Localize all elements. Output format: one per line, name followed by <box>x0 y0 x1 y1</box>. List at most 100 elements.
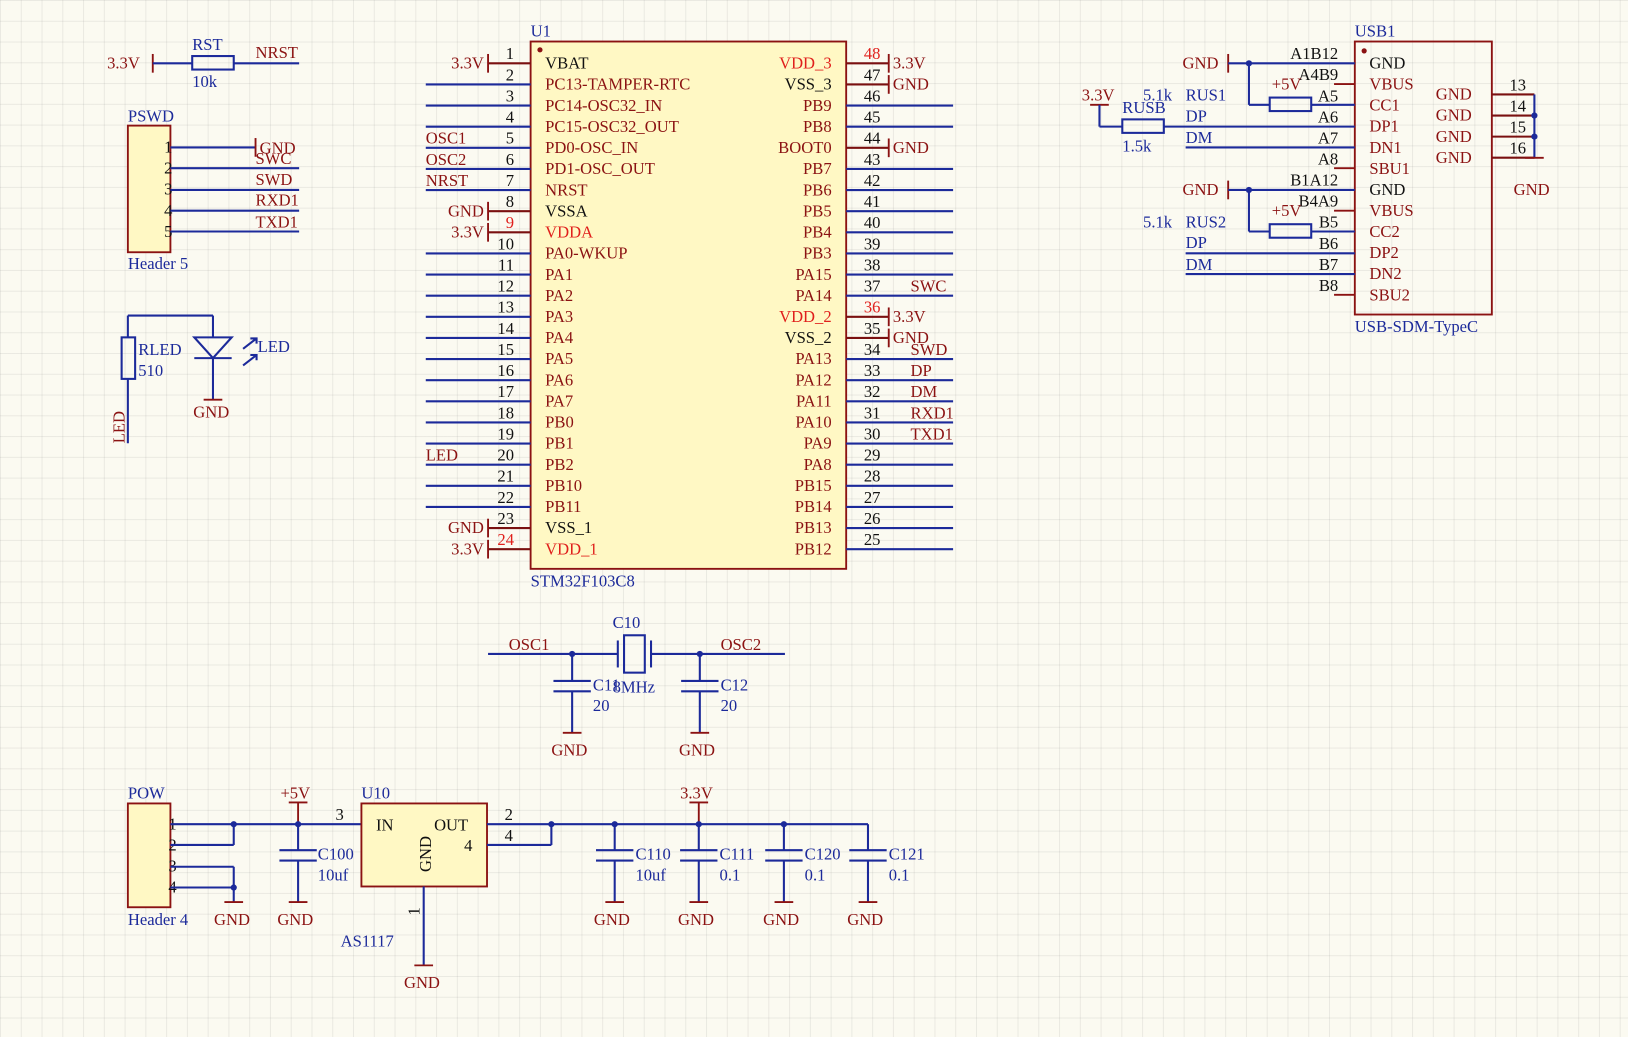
u1-pin-name: PA15 <box>795 265 831 284</box>
c12-gnd-label: GND <box>679 741 715 760</box>
u1-pin-number: 8 <box>506 192 514 211</box>
u10-comment: AS1117 <box>341 932 394 951</box>
u1-pin-name: VDDA <box>545 223 593 242</box>
u1-pin-number: 24 <box>497 530 514 549</box>
usb-pin-number: B6 <box>1319 234 1338 253</box>
usb-pin-number: A5 <box>1318 86 1338 105</box>
u1-pin-name: PA1 <box>545 265 573 284</box>
u1-pin-number: 7 <box>506 171 514 190</box>
u1-pin-number: 35 <box>864 319 881 338</box>
u1-pin-number: 1 <box>506 44 514 63</box>
u1-pin-number: 17 <box>497 382 514 401</box>
u1-pin-number: 4 <box>506 108 515 127</box>
u1-pin-name: PA8 <box>804 455 832 474</box>
c100-gnd-label: GND <box>277 910 313 929</box>
u1-pin-name: PA7 <box>545 391 573 410</box>
u1-pin-number: 41 <box>864 192 881 211</box>
u1-pin-name: PA6 <box>545 370 573 389</box>
u1-pin-name: VSS_3 <box>785 75 832 94</box>
usb-shield-pin-name: GND <box>1436 106 1472 125</box>
u1-comment: STM32F103C8 <box>531 571 635 590</box>
u1-pin-number: 33 <box>864 361 881 380</box>
u1-pin-number: 43 <box>864 150 881 169</box>
u1-net-label: 3.3V <box>451 223 484 242</box>
usb-pin-number: B8 <box>1319 276 1338 295</box>
u1-pin-name: PB9 <box>803 96 832 115</box>
u1-pin-name: VDD_3 <box>779 54 832 73</box>
u1-pin-number: 10 <box>497 234 514 253</box>
c11-value: 20 <box>593 696 610 715</box>
u1-pin-number: 22 <box>497 488 514 507</box>
usb-shield-pin-number: 13 <box>1509 75 1526 94</box>
cap-value: 0.1 <box>805 865 826 884</box>
u1-pin-name: PB15 <box>795 476 832 495</box>
u10-pin-in: 3 <box>335 805 343 824</box>
pswd-rxd1-label: RXD1 <box>256 191 299 210</box>
led-gnd-label: GND <box>193 402 229 421</box>
pswd-gnd-label: GND <box>260 139 296 158</box>
u1-designator: U1 <box>531 21 551 40</box>
usb-pin-name: DN1 <box>1369 138 1401 157</box>
u1-pin-number: 9 <box>506 213 514 232</box>
pswd-designator: PSWD <box>128 106 174 125</box>
usb-pin-name: SBU1 <box>1369 159 1410 178</box>
out-33v-label: 3.3V <box>680 783 713 802</box>
u1-pin-name: PC13-TAMPER-RTC <box>545 75 690 94</box>
rst-value: 10k <box>192 72 218 91</box>
u1-pin-name: PB8 <box>803 117 832 136</box>
u10-pin-gnd: 1 <box>405 907 424 915</box>
u1-pin-number: 2 <box>506 65 514 84</box>
u1-pin-number: 47 <box>864 65 881 84</box>
u10-pin-out: 2 <box>505 805 513 824</box>
u1-pin-name: VSSA <box>545 201 587 220</box>
u1-net-label: 3.3V <box>893 307 926 326</box>
u1-pin-number: 44 <box>864 129 881 148</box>
u1-pin-name: PA14 <box>795 286 832 305</box>
pswd-pin-number: 4 <box>164 201 173 220</box>
usb-dp1-label: DP <box>1186 106 1207 125</box>
u10-gnd-label: GND <box>404 973 440 992</box>
u1-net-label: SWC <box>911 277 947 296</box>
usb-pin-number: A7 <box>1318 128 1338 147</box>
u1-pin-name: PA0-WKUP <box>545 244 627 263</box>
pswd-pin-number: 1 <box>164 138 172 157</box>
usb-pin-number: B4A9 <box>1299 192 1339 211</box>
u1-pin-number: 32 <box>864 382 881 401</box>
u1-pin-number: 23 <box>497 509 514 528</box>
usb-shield-pin-number: 14 <box>1509 96 1526 115</box>
rled-value: 510 <box>138 361 163 380</box>
rled-designator: RLED <box>138 340 181 359</box>
led-section: RLED 510 LED GND LED <box>110 314 290 443</box>
u1-net-label: GND <box>893 328 929 347</box>
u1-pin-name: PC15-OSC32_OUT <box>545 117 679 136</box>
led-designator: LED <box>258 337 290 356</box>
u1-pin-name: PA11 <box>796 391 832 410</box>
u1-pin-name: VSS_2 <box>785 328 832 347</box>
c100-value: 10uf <box>318 865 349 884</box>
u1-net-label: 3.3V <box>893 54 926 73</box>
u1-net-label: NRST <box>426 171 468 190</box>
u1-pin-name: VDD_2 <box>779 307 832 326</box>
u1-pin-number: 25 <box>864 530 881 549</box>
usb-designator: USB1 <box>1355 21 1396 40</box>
u1-pin-number: 27 <box>864 488 881 507</box>
usb-pin-name: VBUS <box>1369 201 1413 220</box>
usb-comment: USB-SDM-TypeC <box>1355 317 1478 336</box>
cap-gnd-label: GND <box>763 910 799 929</box>
u10-pin-tab: 4 <box>464 836 473 855</box>
usb-pin-number: A8 <box>1318 150 1338 169</box>
u1-pin-name: PB6 <box>803 180 832 199</box>
nrst-net-label: NRST <box>256 43 298 62</box>
pow-designator: POW <box>128 783 165 802</box>
u1-pin-name: PA9 <box>804 434 832 453</box>
pswd-swc-label: SWC <box>256 149 292 168</box>
u1-pin-number: 21 <box>497 467 514 486</box>
u1-pin-name: PB3 <box>803 244 832 263</box>
u1-pin-number: 31 <box>864 403 881 422</box>
u1-pin-name: VBAT <box>545 54 588 73</box>
u1-pin-number: 14 <box>497 319 514 338</box>
u1-pin-name: PB10 <box>545 476 582 495</box>
u1-pin-name: PA4 <box>545 328 574 347</box>
usb-pin-name: DP1 <box>1369 117 1399 136</box>
